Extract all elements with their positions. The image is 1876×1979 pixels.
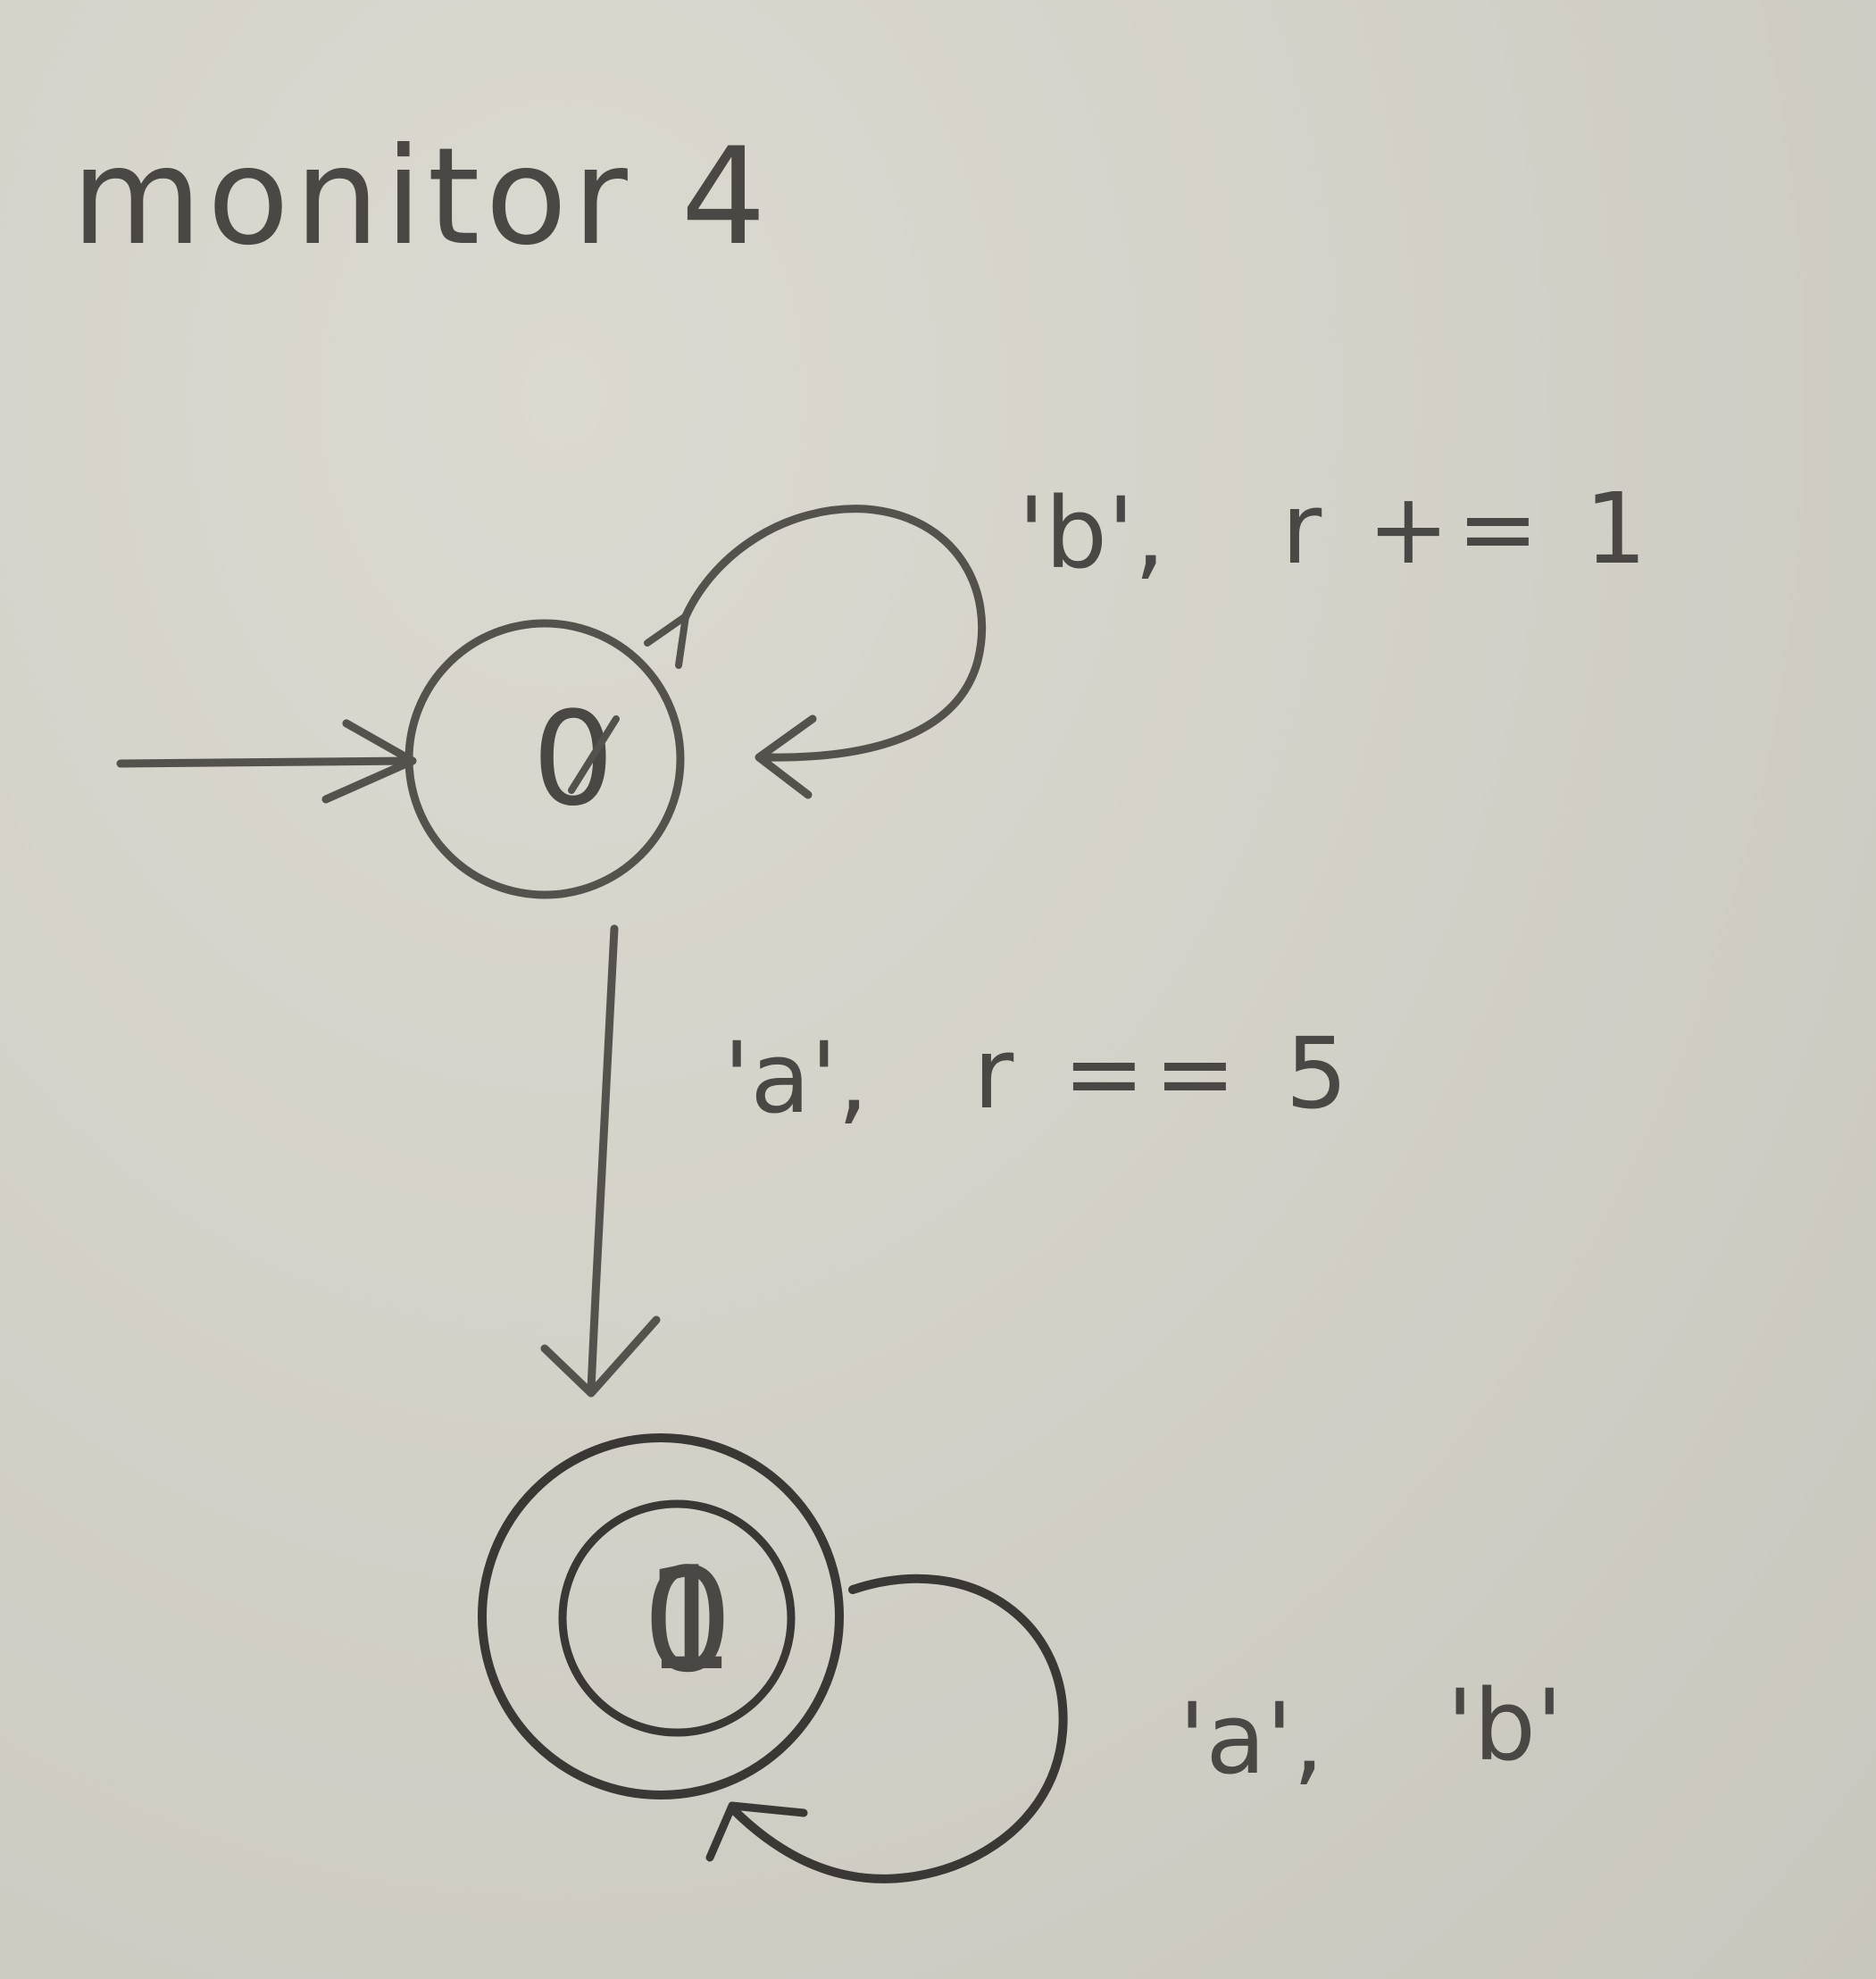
- initial-arrow: [116, 719, 417, 804]
- transition-0-symbol: 'b',: [1018, 476, 1165, 590]
- transition-1-action: r == 5: [973, 1016, 1356, 1131]
- self-loop-state-0: [644, 505, 987, 799]
- state-1: 0 1: [478, 1433, 844, 1799]
- transition-0-to-1-label: 'a', r == 5: [723, 1016, 1356, 1135]
- transition-1-symbol: 'a',: [723, 1021, 869, 1135]
- transition-2-symbol: 'a',: [1179, 1682, 1324, 1796]
- self-loop-state-1: [705, 1574, 1068, 1883]
- state-1-label: 0: [642, 1537, 733, 1704]
- state-0: 0: [404, 619, 685, 899]
- state-0-label: 0: [532, 684, 614, 835]
- transition-0-action: r += 1: [1281, 472, 1654, 586]
- state-1-number: 1: [644, 1535, 735, 1702]
- diagram-title: monitor 4: [71, 120, 771, 275]
- transition-2-action: 'b': [1447, 1668, 1563, 1783]
- self-loop-state-0-label: 'b', r += 1: [1018, 472, 1654, 590]
- self-loop-state-1-label: 'a', 'b': [1179, 1668, 1563, 1796]
- transition-0-to-1: [540, 924, 661, 1398]
